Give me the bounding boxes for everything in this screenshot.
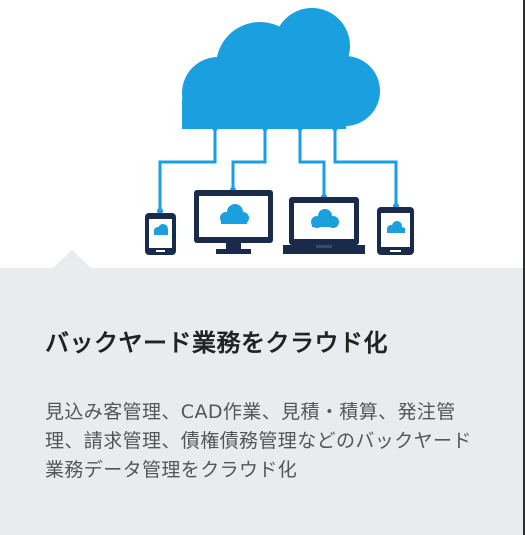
laptop-icon <box>283 197 365 254</box>
connector-line-laptop <box>298 128 326 197</box>
cloud-illustration <box>145 8 414 255</box>
connector-line-monitor <box>231 128 267 190</box>
connector-line-tablet-right <box>333 128 398 206</box>
monitor-icon <box>194 190 273 254</box>
tablet-icon <box>377 207 414 255</box>
connector-lines <box>158 128 398 211</box>
description-panel: バックヤード業務をクラウド化 見込み客管理、CAD作業、見積・積算、発注管理、請… <box>0 250 523 535</box>
edge-border <box>523 0 525 535</box>
tablet-icon <box>145 213 176 255</box>
cloud-network-graphic <box>145 8 414 255</box>
panel-pointer <box>53 250 91 268</box>
card-title: バックヤード業務をクラウド化 <box>45 329 388 357</box>
cloud-icon <box>182 8 380 129</box>
connector-line-tablet-left <box>158 128 217 211</box>
connector-dots <box>157 125 399 214</box>
card-description: 見込み客管理、CAD作業、見積・積算、発注管理、請求管理、債権債務管理などのバッ… <box>45 401 472 481</box>
